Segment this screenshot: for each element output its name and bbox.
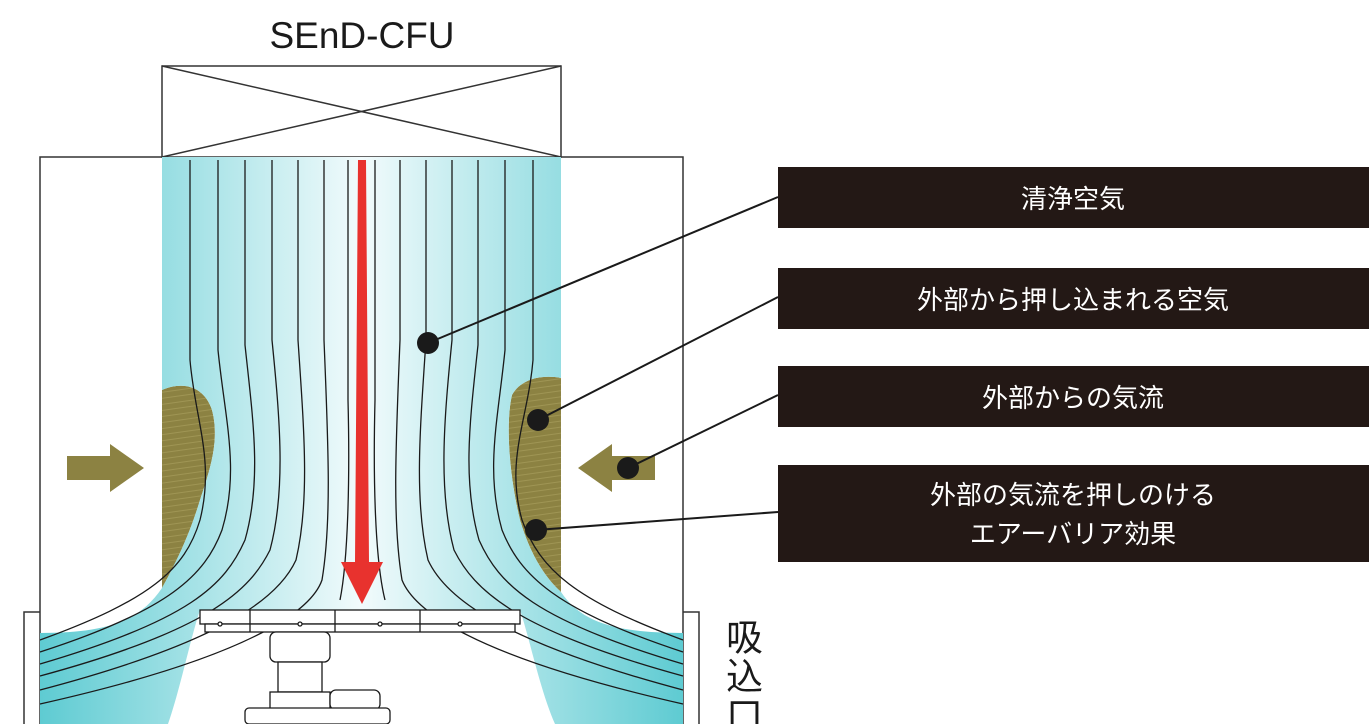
unit-title: SEnD-CFU (269, 15, 454, 56)
callout-air-barrier-line2: エアーバリア効果 (970, 520, 1176, 550)
fan-filter-unit (161, 65, 562, 158)
callout-pushed-in-air: 外部から押し込まれる空気 (778, 268, 1369, 329)
streamlines (39, 160, 684, 705)
arrow-right-icon (67, 444, 144, 492)
callout-external-airflow: 外部からの気流 (778, 366, 1369, 427)
callout-air-barrier-effect: 外部の気流を押しのける エアーバリア効果 (778, 465, 1369, 562)
callout-clean-air-text: 清浄空気 (1021, 185, 1125, 215)
callout-air-barrier-line1: 外部の気流を押しのける (930, 481, 1216, 511)
inlet-label: 吸込口 (720, 618, 763, 724)
pushed-air-right (508, 376, 561, 592)
enclosure-outline (23, 156, 700, 724)
callout-external-airflow-text: 外部からの気流 (982, 384, 1164, 414)
callout-pushed-in-air-text: 外部から押し込まれる空気 (917, 286, 1229, 316)
equipment-graphic (199, 609, 521, 724)
arrow-left-icon (578, 444, 655, 492)
callout-clean-air: 清浄空気 (778, 167, 1369, 228)
down-arrow-icon (341, 160, 383, 604)
leader-dots (417, 332, 639, 541)
leader-lines (427, 196, 779, 531)
